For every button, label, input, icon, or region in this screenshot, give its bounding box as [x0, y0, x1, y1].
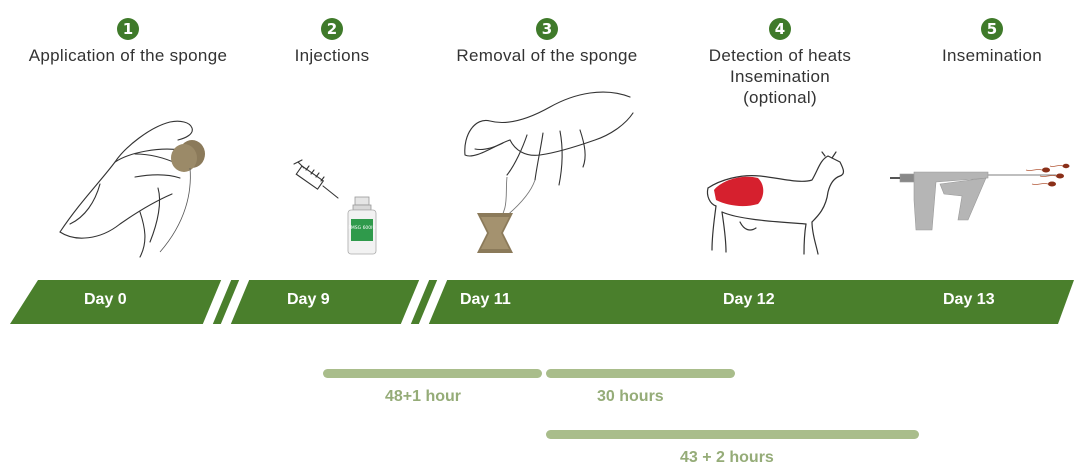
day-label-11: Day 11: [460, 291, 511, 309]
duration-label: 43 + 2 hours: [680, 449, 774, 467]
duration-label: 48+1 hour: [385, 388, 461, 406]
duration-bar: [323, 369, 542, 378]
day-label-9: Day 9: [287, 291, 330, 309]
day-label-12: Day 12: [723, 291, 775, 309]
day-label-0: Day 0: [84, 291, 127, 309]
duration-bar: [546, 369, 735, 378]
duration-label: 30 hours: [597, 388, 664, 406]
timeline-banner: [0, 0, 1074, 330]
day-label-13: Day 13: [943, 291, 995, 309]
duration-bar: [546, 430, 919, 439]
